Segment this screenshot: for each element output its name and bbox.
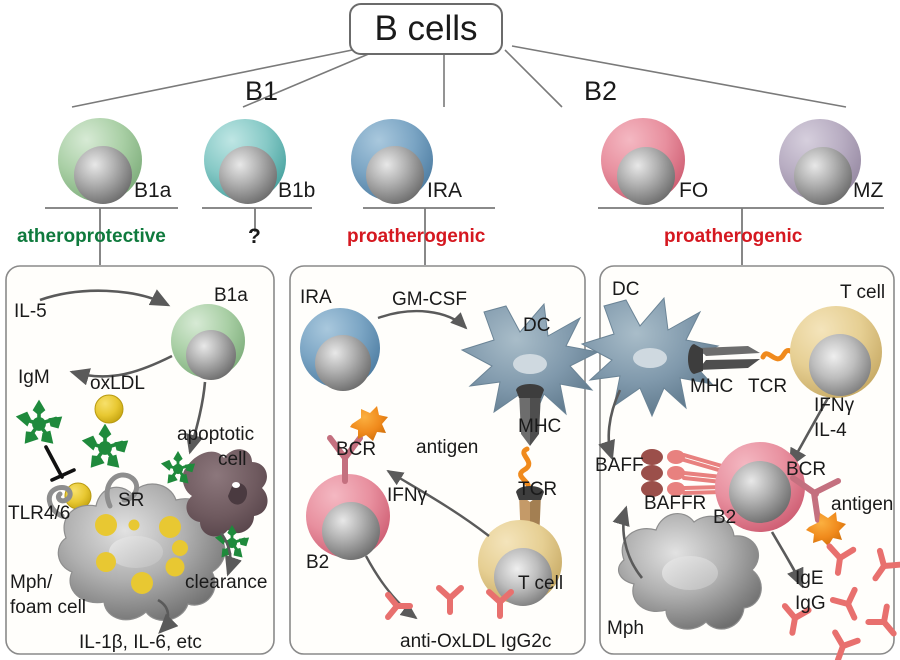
- label-tcell-right: T cell: [840, 282, 886, 303]
- macrophage-foam-cell: [46, 472, 226, 621]
- oxldl-particle: [94, 394, 124, 424]
- igm-apoptotic-1: [160, 451, 196, 484]
- igm-molecule: [15, 399, 63, 444]
- bcr-middle: [327, 435, 363, 484]
- label-ifng-middle: IFNγ: [387, 485, 428, 506]
- label-ige: IgE: [795, 568, 824, 589]
- antigen-blob-right: [806, 512, 846, 546]
- cell-mz: [779, 119, 861, 205]
- cell-ira: [351, 119, 433, 204]
- label-ira-panel: IRA: [300, 287, 332, 308]
- label-antigen-right: antigen: [831, 494, 894, 515]
- label-tcell-middle: T cell: [518, 573, 564, 594]
- mhc-complex-right: [688, 344, 760, 374]
- antigen-blob-middle: [350, 406, 388, 441]
- t-cell-right: [790, 306, 882, 398]
- label-igm: IgM: [18, 367, 50, 388]
- label-sr: SR: [118, 490, 145, 511]
- label-cytokines: IL-1β, IL-6, etc: [79, 632, 202, 653]
- subset-label-fo: FO: [679, 179, 709, 202]
- label-baffr: BAFFR: [644, 493, 707, 514]
- label-dc-middle: DC: [523, 315, 551, 336]
- bcr-right: [790, 475, 841, 523]
- label-anti-oxldl-igg2c: anti-OxLDL IgG2c: [400, 631, 552, 652]
- label-dc-right: DC: [612, 279, 640, 300]
- panel-cell-ira: [300, 308, 380, 391]
- subset-label-ira: IRA: [427, 179, 463, 202]
- label-apoptotic-cell: cell: [218, 449, 247, 470]
- panel-cell-b1a: [171, 304, 245, 380]
- panel-cell-b2-right: [715, 442, 805, 532]
- root-node-label: B cells: [374, 9, 478, 48]
- label-tcr-middle: TCR: [518, 479, 558, 500]
- antibody-group-middle: [385, 585, 514, 620]
- root-node-b-cells: B cells: [349, 3, 503, 55]
- label-tcr-right: TCR: [748, 376, 788, 397]
- cell-b1b: [204, 119, 286, 204]
- label-clearance: clearance: [185, 572, 268, 593]
- baff-ligand: [641, 449, 663, 497]
- label-apoptotic: apoptotic: [177, 424, 255, 445]
- label-gmcsf: GM-CSF: [392, 289, 467, 310]
- subset-label-mz: MZ: [853, 179, 884, 202]
- verdict-b2: proatherogenic: [664, 226, 803, 247]
- macrophage-right: [617, 513, 762, 630]
- label-baff: BAFF: [595, 455, 644, 476]
- dendritic-cell-right: [580, 296, 720, 418]
- inhibition-line: [44, 445, 76, 482]
- label-mhc-right: MHC: [690, 376, 734, 397]
- label-mph-right: Mph: [607, 618, 644, 639]
- cell-b1a: [58, 118, 142, 204]
- verdict-b1b: ?: [248, 225, 261, 248]
- label-il5: IL-5: [14, 301, 47, 322]
- label-b2-middle: B2: [306, 552, 330, 573]
- label-tlr46: TLR4/6: [8, 503, 71, 524]
- cell-fo: [601, 118, 685, 205]
- igm-oxldl-complex: [81, 423, 129, 468]
- label-mhc-middle: MHC: [518, 416, 562, 437]
- subset-label-b1b: B1b: [278, 179, 316, 202]
- antibody-group-right: [781, 543, 900, 660]
- group-label-b2: B2: [584, 76, 618, 106]
- group-label-b1: B1: [245, 76, 279, 106]
- label-mph-2: foam cell: [10, 597, 87, 618]
- verdict-b1a: atheroprotective: [17, 226, 166, 247]
- label-bcr-right: BCR: [786, 459, 827, 480]
- verdict-ira: proatherogenic: [347, 226, 486, 247]
- label-antigen-middle: antigen: [416, 437, 479, 458]
- label-b1a-panel: B1a: [214, 285, 248, 306]
- label-b2-right: B2: [713, 507, 737, 528]
- panel-cell-b2-middle: [306, 474, 390, 560]
- label-igg: IgG: [795, 593, 826, 614]
- label-mph-1: Mph/: [10, 572, 53, 593]
- label-il4-right: IL-4: [814, 420, 847, 441]
- label-ifng-right: IFNγ: [814, 395, 855, 416]
- label-bcr-middle: BCR: [336, 439, 377, 460]
- subset-label-b1a: B1a: [134, 179, 172, 202]
- mhc-complex-middle: [516, 384, 544, 446]
- label-oxldl: oxLDL: [90, 373, 145, 394]
- dendritic-cell-middle: [460, 302, 600, 424]
- apoptotic-cell: [182, 449, 268, 537]
- antigen-peptide-middle: [518, 446, 532, 494]
